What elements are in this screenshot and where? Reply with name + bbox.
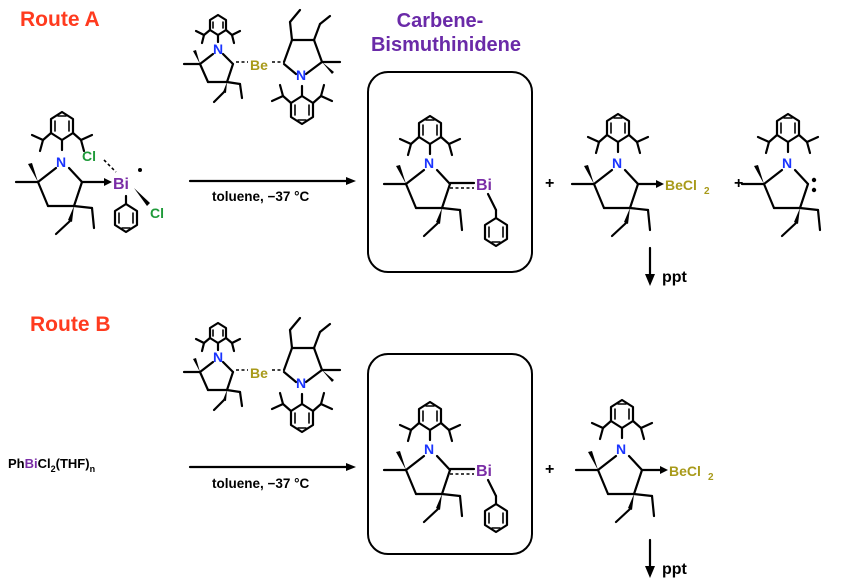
svg-text:PhBiCl2(THF)n: PhBiCl2(THF)n xyxy=(8,456,95,474)
phbicl2-thf-reagent: PhBiCl2(THF)n xyxy=(8,456,95,474)
atom-be: Be xyxy=(250,365,268,381)
caac-becl2-b: N BeCl 2 xyxy=(574,398,714,524)
becl2-becl: BeCl xyxy=(665,177,697,193)
atom-n: N xyxy=(213,41,223,57)
atom-cl-2: Cl xyxy=(150,205,164,221)
caac-bicl2ph-molecule: N Bi Cl Cl xyxy=(14,110,164,236)
atom-n: N xyxy=(424,441,434,457)
reagent-ph: Ph xyxy=(8,456,25,471)
atom-bi: Bi xyxy=(476,463,492,480)
reagent-sub2: 2 xyxy=(51,464,56,474)
caac-becl2-a: N BeCl 2 xyxy=(570,112,710,238)
caac2be-reagent-a: N Be N xyxy=(182,8,342,124)
ppt-b: ppt xyxy=(662,561,688,578)
atom-n: N xyxy=(782,155,792,171)
atom-bi: Bi xyxy=(113,176,129,193)
reagent-cl: Cl xyxy=(38,456,51,471)
reagent-subn: n xyxy=(90,464,96,474)
atom-n: N xyxy=(296,375,306,391)
plus-a1: + xyxy=(545,175,554,192)
atom-n: N xyxy=(56,154,66,170)
plus-a2: + xyxy=(734,175,743,192)
atom-be: Be xyxy=(250,57,268,73)
carbene-bismuthinidene-a: N Bi xyxy=(382,114,509,248)
product-box-b xyxy=(367,353,533,555)
title-line1: Carbene- xyxy=(397,10,484,32)
title-line2: Bismuthinidene xyxy=(371,34,521,56)
carbene-bismuthinidene-b: N Bi xyxy=(382,400,509,534)
route-b-label: Route B xyxy=(30,313,111,336)
ppt-a: ppt xyxy=(662,269,688,286)
atom-bi: Bi xyxy=(476,177,492,194)
reagent-bi: Bi xyxy=(25,456,38,471)
atom-n: N xyxy=(296,67,306,83)
product-box-a xyxy=(367,71,533,273)
route-a-label: Route A xyxy=(20,8,100,31)
becl2-sub: 2 xyxy=(704,186,710,197)
plus-b1: + xyxy=(545,461,554,478)
becl2-sub: 2 xyxy=(708,472,714,483)
conditions-a: toluene, −37 °C xyxy=(212,189,310,204)
becl2-becl: BeCl xyxy=(669,463,701,479)
atom-n: N xyxy=(612,155,622,171)
caac2be-reagent-b: N Be N xyxy=(182,316,342,432)
free-caac: N xyxy=(740,112,822,238)
atom-n: N xyxy=(424,155,434,171)
reagent-thf: (THF) xyxy=(56,456,90,471)
atom-n: N xyxy=(616,441,626,457)
conditions-b: toluene, −37 °C xyxy=(212,476,310,491)
atom-cl-1: Cl xyxy=(82,148,96,164)
atom-n: N xyxy=(213,349,223,365)
